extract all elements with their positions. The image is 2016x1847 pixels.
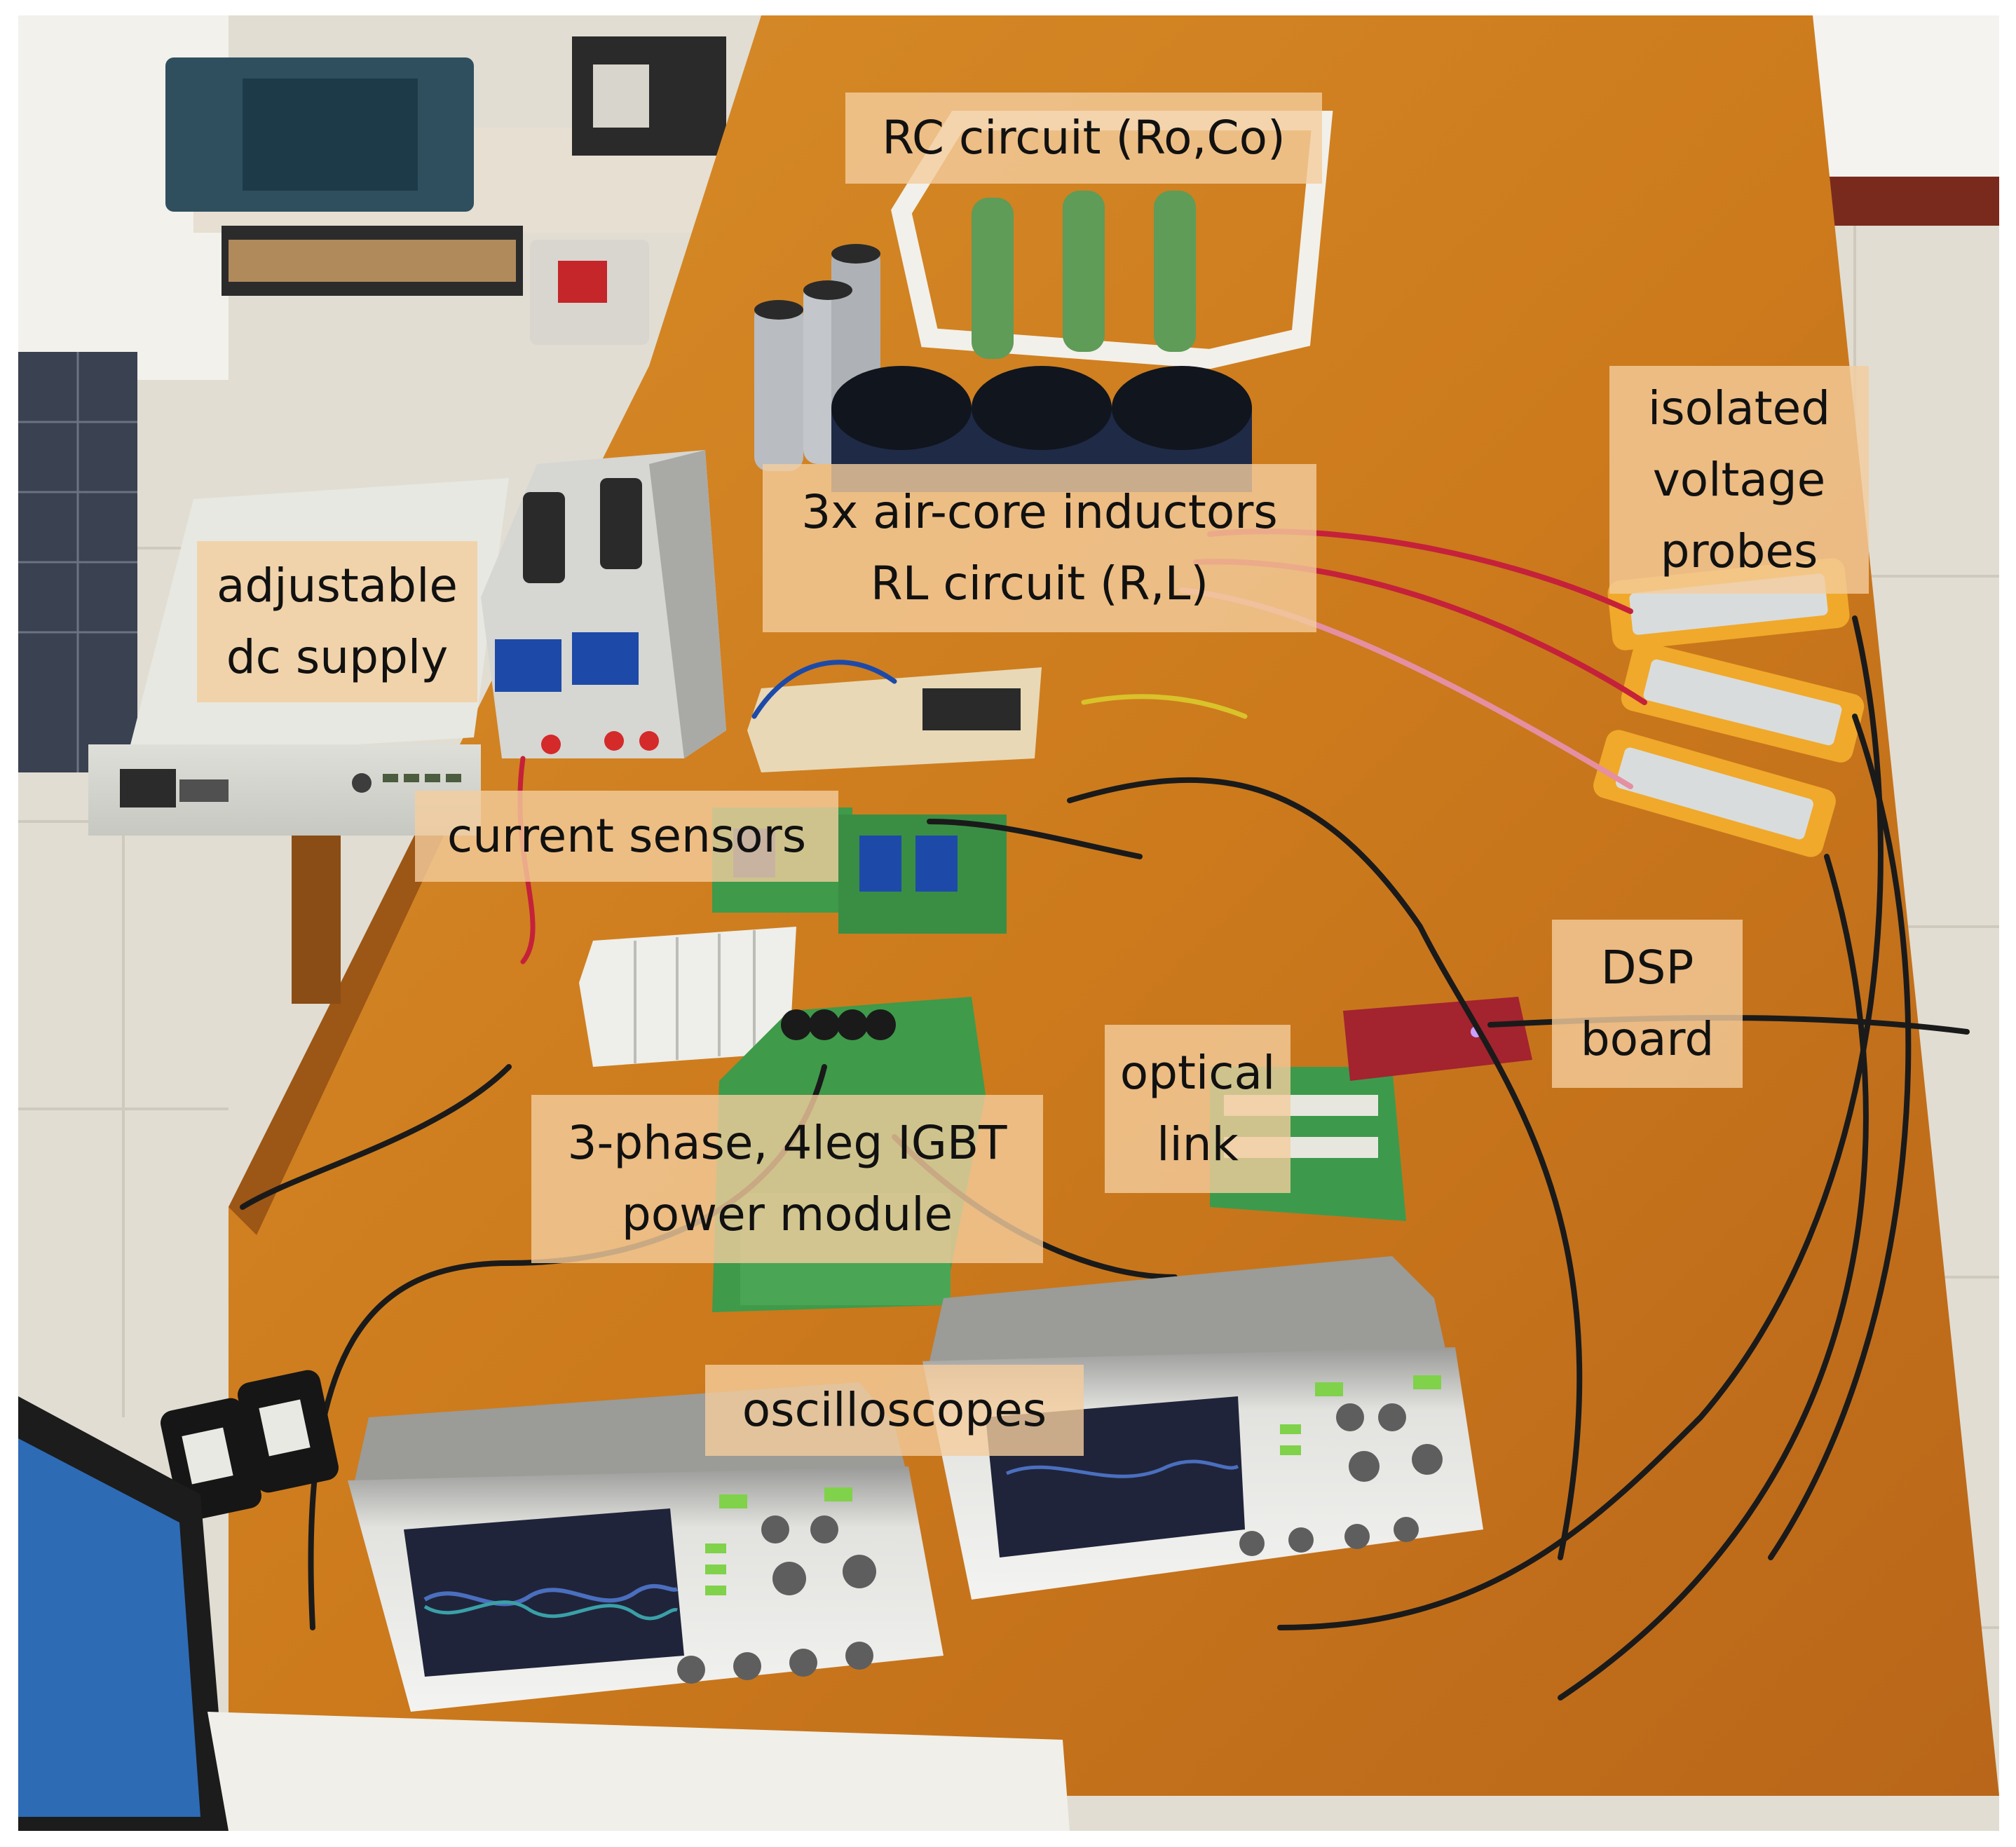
dc-supply-buttons bbox=[383, 774, 461, 782]
dc-supply-display bbox=[179, 779, 229, 802]
rc-resistors bbox=[972, 191, 1196, 359]
back-socket-plate bbox=[593, 64, 649, 128]
label-inductors-line-2: RL circuit (R,L) bbox=[870, 557, 1209, 611]
dc-supply-power-switch bbox=[120, 769, 176, 807]
circuit-breaker bbox=[579, 927, 796, 1067]
back-instrument-screen bbox=[243, 79, 418, 191]
oscilloscope-left bbox=[348, 1382, 944, 1712]
label-igbt-module-line-2: power module bbox=[621, 1187, 953, 1241]
label-voltage-probes: isolated voltage probes bbox=[1609, 366, 1869, 594]
label-dc-supply-line-1: adjustable bbox=[216, 559, 458, 613]
drawer-front bbox=[229, 240, 516, 282]
bench-supply-handle-1 bbox=[523, 492, 565, 583]
lab-setup-photo: RC circuit (Ro,Co) 3x air-core inductors… bbox=[18, 15, 1999, 1831]
red-switch bbox=[558, 261, 607, 303]
label-optical-link-line-1: optical bbox=[1119, 1046, 1276, 1100]
dc-supply-knob bbox=[352, 773, 372, 793]
label-rc-circuit-text: RC circuit (Ro,Co) bbox=[882, 111, 1286, 165]
solar-panel-grid bbox=[18, 352, 137, 772]
label-rc-circuit: RC circuit (Ro,Co) bbox=[845, 93, 1322, 184]
wall-baseboard bbox=[1813, 177, 1999, 226]
bench-supply-handle-2 bbox=[600, 478, 642, 569]
dsp-board bbox=[1343, 997, 1532, 1081]
label-voltage-probes-line-2: voltage bbox=[1652, 452, 1826, 507]
label-igbt-module: 3-phase, 4leg IGBT power module bbox=[531, 1095, 1043, 1263]
label-dsp-board-line-1: DSP bbox=[1600, 941, 1694, 995]
label-dsp-board-line-2: board bbox=[1580, 1012, 1715, 1066]
label-oscilloscopes-text: oscilloscopes bbox=[742, 1383, 1047, 1437]
table-edge bbox=[229, 786, 467, 1235]
label-optical-link: optical link bbox=[1105, 1025, 1290, 1193]
terminal-block bbox=[922, 688, 1021, 730]
label-voltage-probes-line-3: probes bbox=[1660, 524, 1818, 578]
bench-supply-terminals bbox=[541, 731, 659, 754]
air-core-inductors bbox=[831, 366, 1252, 492]
bench-supply-side bbox=[649, 450, 726, 758]
bench-supply-display-2 bbox=[572, 632, 639, 685]
label-inductors: 3x air-core inductors RL circuit (R,L) bbox=[763, 464, 1316, 632]
label-current-sensors: current sensors bbox=[415, 791, 838, 882]
label-dsp-board: DSP board bbox=[1552, 920, 1743, 1088]
label-optical-link-line-2: link bbox=[1157, 1117, 1239, 1171]
table-leg bbox=[292, 822, 341, 1004]
label-dc-supply-line-2: dc supply bbox=[226, 630, 449, 684]
label-current-sensors-text: current sensors bbox=[447, 809, 807, 863]
label-voltage-probes-line-1: isolated bbox=[1647, 381, 1831, 435]
label-inductors-line-1: 3x air-core inductors bbox=[801, 485, 1278, 539]
label-dc-supply: adjustable dc supply bbox=[197, 541, 477, 702]
bench-supply-display-1 bbox=[495, 639, 561, 692]
label-oscilloscopes: oscilloscopes bbox=[705, 1365, 1084, 1456]
wall-right bbox=[1813, 15, 1999, 184]
laptop bbox=[18, 1396, 1070, 1831]
label-igbt-module-line-1: 3-phase, 4leg IGBT bbox=[567, 1116, 1007, 1170]
